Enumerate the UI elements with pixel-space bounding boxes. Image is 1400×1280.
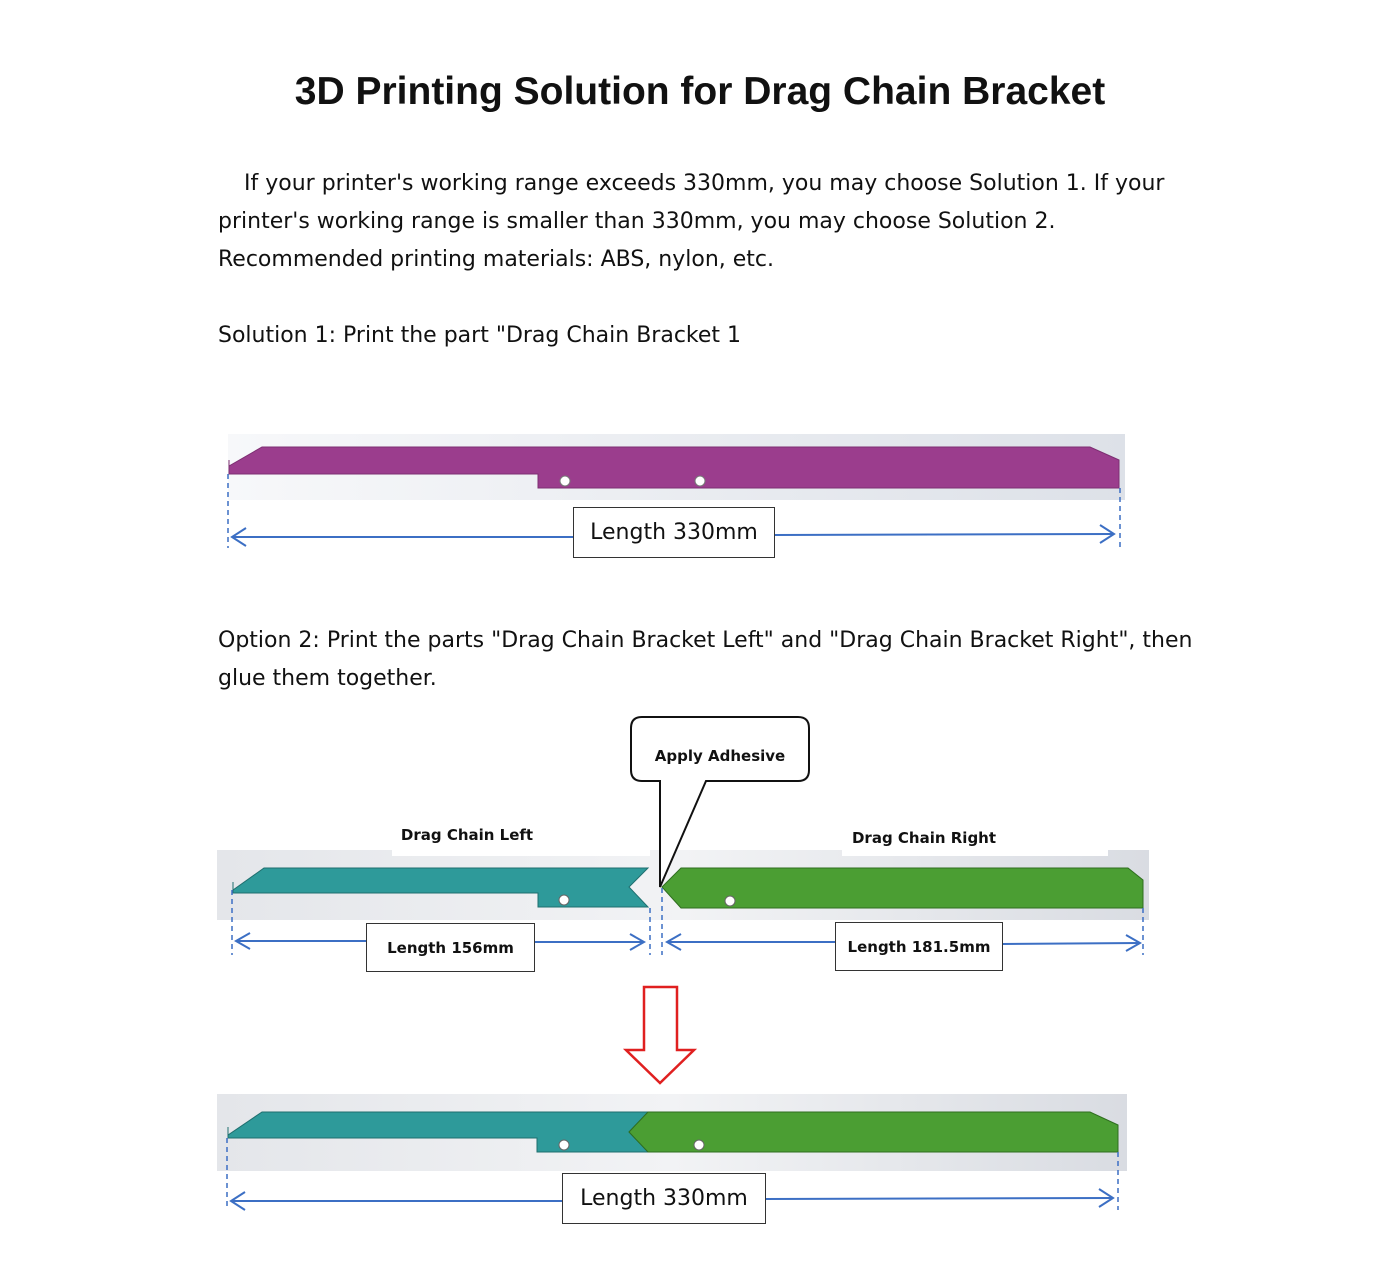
- bracket-part-1: [228, 446, 1120, 489]
- adhesive-callout-bubble: [630, 716, 810, 888]
- apply-adhesive-label: Apply Adhesive: [654, 747, 786, 765]
- mount-hole: [558, 1139, 570, 1151]
- arrowhead: [230, 527, 247, 547]
- solution1-figure: Length 330mm: [0, 430, 1400, 570]
- bracket-right-part: [661, 867, 1144, 909]
- backdrop-gap: [842, 848, 1108, 856]
- solution1-drawing: [227, 434, 1125, 548]
- drag-chain-right-label: Drag Chain Right: [851, 829, 997, 847]
- option2-figure: Apply Adhesive Drag Chain Left Drag Chai…: [0, 700, 1400, 1260]
- arrowhead: [1098, 1188, 1115, 1208]
- mount-hole: [724, 895, 736, 907]
- dimension-label-330: Length 330mm: [573, 507, 775, 558]
- dimension-line: [1001, 942, 1141, 945]
- arrowhead: [229, 1191, 246, 1211]
- mount-hole: [694, 475, 706, 487]
- dimension-label-156: Length 156mm: [366, 923, 535, 972]
- bracket-left-part: [232, 867, 650, 908]
- arrowhead: [1099, 524, 1116, 544]
- dimension-label-181-5: Length 181.5mm: [835, 922, 1003, 971]
- option2-drawing: [217, 716, 1149, 1211]
- assembly-down-arrow-icon: [622, 985, 698, 1085]
- drag-chain-left-label: Drag Chain Left: [400, 826, 534, 844]
- arrowhead: [1125, 934, 1143, 952]
- dimension-line: [765, 1197, 1114, 1200]
- dimension-label-330-combined: Length 330mm: [562, 1173, 766, 1224]
- backdrop-gap: [392, 848, 650, 856]
- intro-paragraph: If your printer's working range exceeds …: [218, 171, 1165, 272]
- arrowhead: [664, 933, 682, 951]
- arrowhead: [629, 933, 647, 951]
- mount-hole: [559, 475, 571, 487]
- mount-hole: [693, 1139, 705, 1151]
- solution1-heading: Solution 1: Print the part "Drag Chain B…: [218, 323, 742, 348]
- option2-heading: Option 2: Print the parts "Drag Chain Br…: [218, 628, 1193, 691]
- dimension-line: [774, 533, 1115, 536]
- mount-hole: [558, 894, 570, 906]
- assembled-right-part: [628, 1111, 1119, 1153]
- page-title: 3D Printing Solution for Drag Chain Brac…: [294, 70, 1106, 113]
- arrowhead: [233, 932, 251, 950]
